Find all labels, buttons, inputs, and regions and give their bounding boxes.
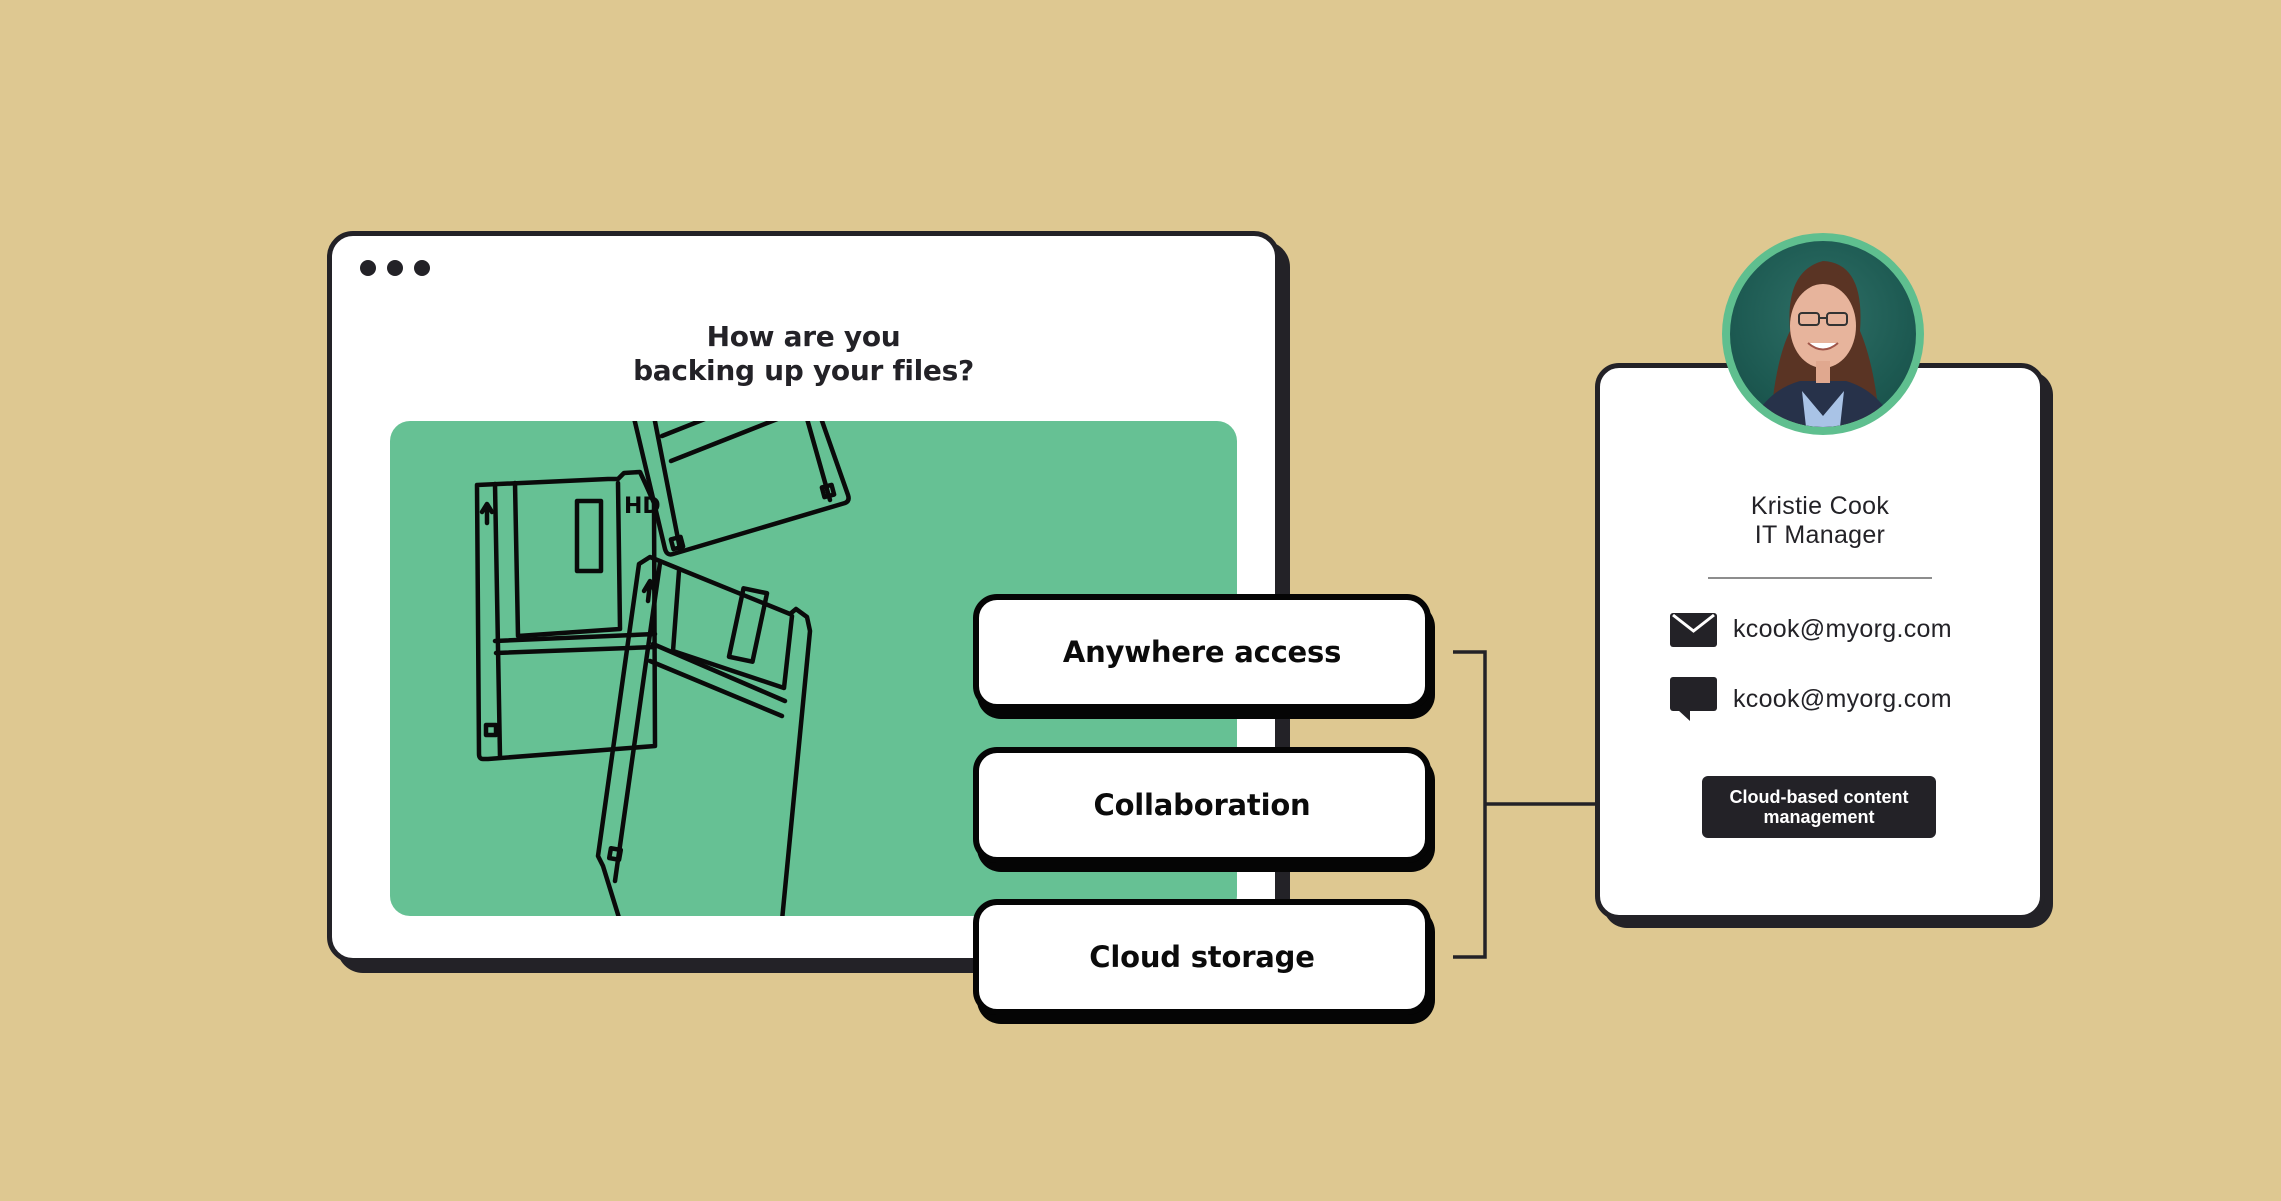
tag-line-2: management bbox=[1763, 807, 1875, 827]
floppy-disk-icon bbox=[632, 421, 851, 557]
option-collaboration[interactable]: Collaboration bbox=[973, 747, 1431, 863]
question-heading: How are you backing up your files? bbox=[332, 320, 1275, 388]
tag-line-1: Cloud-based content bbox=[1729, 787, 1909, 807]
contact-chat-text[interactable]: kcook@myorg.com bbox=[1733, 684, 1952, 713]
floppy-disks-illustration: HD bbox=[474, 421, 851, 916]
option-cloud-storage[interactable]: Cloud storage bbox=[973, 899, 1431, 1015]
dot-icon bbox=[387, 260, 403, 276]
heading-line-1: How are you bbox=[706, 320, 901, 353]
dot-icon bbox=[360, 260, 376, 276]
contact-chat[interactable]: kcook@myorg.com bbox=[1670, 677, 1952, 721]
avatar bbox=[1722, 233, 1924, 435]
divider bbox=[1708, 577, 1932, 579]
option-anywhere-access[interactable]: Anywhere access bbox=[973, 594, 1431, 710]
contact-email[interactable]: kcook@myorg.com bbox=[1670, 611, 1952, 647]
profile-role: IT Manager bbox=[1754, 521, 1886, 549]
contact-email-text[interactable]: kcook@myorg.com bbox=[1733, 614, 1952, 643]
dot-icon bbox=[414, 260, 430, 276]
profile-name-block: Kristie Cook IT Manager bbox=[1595, 492, 2045, 550]
floppy-disk-icon bbox=[595, 554, 813, 916]
chat-bubble-icon bbox=[1670, 677, 1717, 721]
person-photo-icon bbox=[1750, 261, 1896, 427]
bracket-line bbox=[1453, 650, 1487, 959]
heading-line-2: backing up your files? bbox=[633, 354, 974, 387]
window-menu-dots-icon[interactable] bbox=[360, 260, 430, 276]
profile-name: Kristie Cook bbox=[1750, 492, 1890, 520]
envelope-icon bbox=[1670, 613, 1717, 647]
cloud-content-management-tag: Cloud-based content management bbox=[1702, 776, 1936, 838]
